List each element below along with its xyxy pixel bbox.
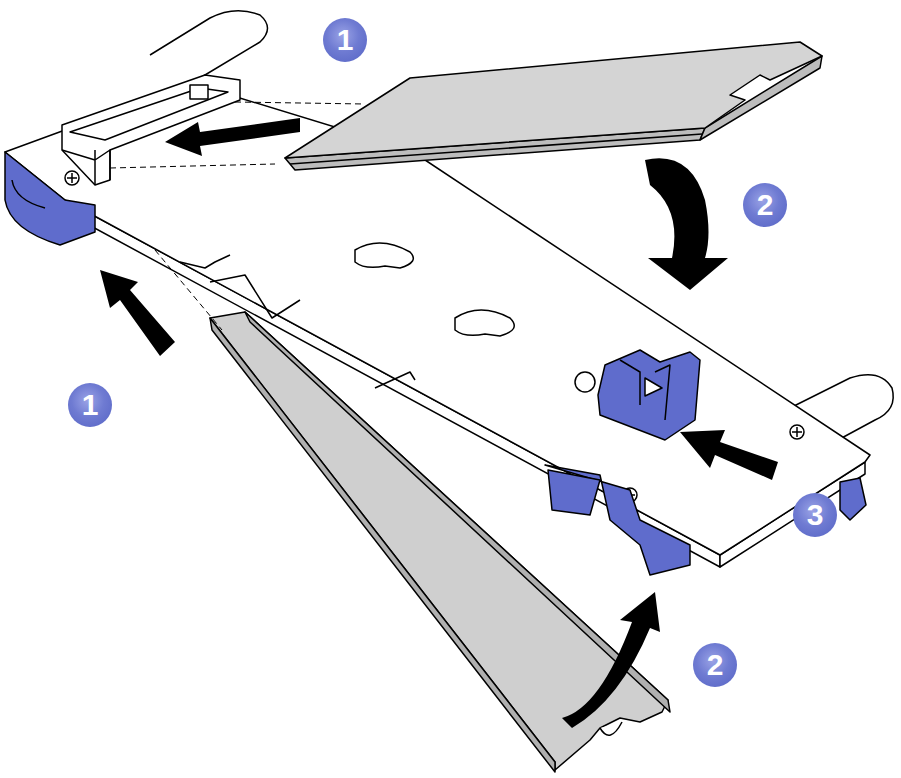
callout-number: 2 [707, 650, 724, 680]
callout-circle: 1 [323, 18, 367, 62]
callout-circle: 1 [68, 383, 112, 427]
callout-number: 3 [807, 500, 824, 530]
callout-number: 1 [337, 25, 354, 55]
callout-circle: 2 [693, 643, 737, 687]
callout-number: 1 [82, 390, 99, 420]
callout-circle: 3 [793, 493, 837, 537]
callout-circle: 2 [743, 183, 787, 227]
callout-number: 2 [757, 190, 774, 220]
